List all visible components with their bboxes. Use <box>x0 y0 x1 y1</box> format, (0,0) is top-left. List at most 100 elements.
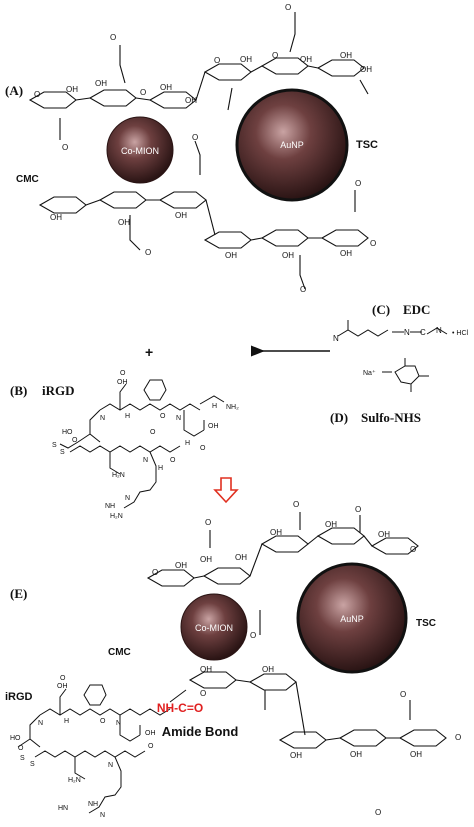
svg-text:OH: OH <box>208 423 219 430</box>
svg-text:O: O <box>140 88 146 97</box>
svg-text:O: O <box>285 3 291 12</box>
svg-text:H: H <box>212 403 217 410</box>
svg-text:S: S <box>20 755 25 762</box>
svg-text:O: O <box>150 429 156 436</box>
svg-text:O: O <box>148 743 154 750</box>
svg-text:OH: OH <box>160 83 172 92</box>
svg-text:OH: OH <box>270 528 282 537</box>
panel-e-tsc-label: TSC <box>416 618 436 629</box>
svg-text:OH: OH <box>200 665 212 674</box>
edc-atom-c: C <box>420 328 426 337</box>
svg-text:H: H <box>185 440 190 447</box>
svg-text:OH: OH <box>378 530 390 539</box>
panel-d-title: Sulfo-NHS <box>361 410 421 425</box>
panel-a-letter: (A) <box>5 83 23 98</box>
svg-text:OH: OH <box>240 55 252 64</box>
aunp-label: AuNP <box>280 140 304 150</box>
panel-c-title: EDC <box>403 302 430 317</box>
aunp-particle <box>235 88 349 202</box>
svg-text:OH: OH <box>225 251 237 260</box>
svg-text:O: O <box>293 500 299 509</box>
svg-text:OH: OH <box>340 249 352 258</box>
svg-text:O: O <box>370 239 376 248</box>
svg-text:N: N <box>100 812 105 819</box>
svg-text:OH: OH <box>325 520 337 529</box>
svg-text:O: O <box>272 51 278 60</box>
svg-text:O: O <box>200 445 206 452</box>
svg-text:OH: OH <box>262 665 274 674</box>
svg-text:HO: HO <box>10 735 21 742</box>
panel-e-cmc-label: CMC <box>108 647 131 658</box>
svg-text:O: O <box>192 133 198 142</box>
edc-atom-n2: N <box>404 328 410 337</box>
svg-text:H₂N: H₂N <box>68 777 81 784</box>
svg-text:OH: OH <box>175 561 187 570</box>
edc-atom-n3: N <box>436 326 442 335</box>
svg-text:OH: OH <box>175 211 187 220</box>
svg-text:H: H <box>64 718 69 725</box>
svg-text:OH: OH <box>145 730 156 737</box>
edc-structure <box>337 320 448 337</box>
svg-text:O: O <box>200 689 206 698</box>
svg-text:O: O <box>145 248 151 257</box>
svg-text:HN: HN <box>58 805 68 812</box>
svg-text:O: O <box>455 733 461 742</box>
svg-text:OH: OH <box>200 555 212 564</box>
svg-text:O: O <box>170 457 176 464</box>
svg-text:N: N <box>38 720 43 727</box>
svg-text:O: O <box>120 370 126 377</box>
svg-text:NH: NH <box>88 801 98 808</box>
svg-text:S: S <box>30 761 35 768</box>
svg-text:O: O <box>355 505 361 514</box>
panel-d: Na⁺ (D) Sulfo-NHS <box>330 358 429 425</box>
co-mion-label: Co-MION <box>121 146 159 156</box>
svg-text:OH: OH <box>350 750 362 759</box>
svg-text:O: O <box>72 437 78 444</box>
svg-text:O: O <box>300 285 306 294</box>
svg-text:O: O <box>375 808 381 817</box>
svg-text:O: O <box>355 179 361 188</box>
svg-text:N: N <box>100 415 105 422</box>
amide-bond-name: Amide Bond <box>162 724 239 739</box>
svg-text:OH: OH <box>50 213 62 222</box>
svg-text:H: H <box>158 465 163 472</box>
edc-atom-n: N <box>333 334 339 343</box>
edc-salt: • HCl <box>452 330 469 337</box>
svg-text:N: N <box>125 495 130 502</box>
svg-text:OH: OH <box>117 379 128 386</box>
svg-text:OH: OH <box>290 751 302 760</box>
svg-text:O: O <box>60 675 66 682</box>
svg-text:O: O <box>160 413 166 420</box>
svg-text:OH: OH <box>410 750 422 759</box>
amide-bond-formula: NH-C=O <box>157 701 203 715</box>
cmc-chain-bottom <box>38 140 369 290</box>
panel-a-cmc-label: CMC <box>16 174 39 185</box>
svg-text:O: O <box>400 690 406 699</box>
svg-text:O: O <box>152 568 158 577</box>
svg-text:S: S <box>52 442 57 449</box>
svg-text:O: O <box>410 545 416 554</box>
svg-text:O: O <box>34 90 40 99</box>
product-aunp-particle <box>296 562 408 674</box>
svg-text:N: N <box>108 762 113 769</box>
svg-text:H: H <box>125 413 130 420</box>
panel-e-irgd-label: iRGD <box>5 691 33 703</box>
panel-b-letter: (B) <box>10 383 27 398</box>
svg-text:OH: OH <box>118 218 130 227</box>
svg-text:H₂N: H₂N <box>112 472 125 479</box>
panel-b-title: iRGD <box>42 383 75 398</box>
co-mion-particle <box>106 116 174 184</box>
svg-text:S: S <box>60 449 65 456</box>
svg-text:OH: OH <box>57 683 68 690</box>
svg-text:OH: OH <box>185 96 197 105</box>
svg-text:N: N <box>176 415 181 422</box>
product-aunp-label: AuNP <box>340 614 364 624</box>
svg-text:O: O <box>110 33 116 42</box>
